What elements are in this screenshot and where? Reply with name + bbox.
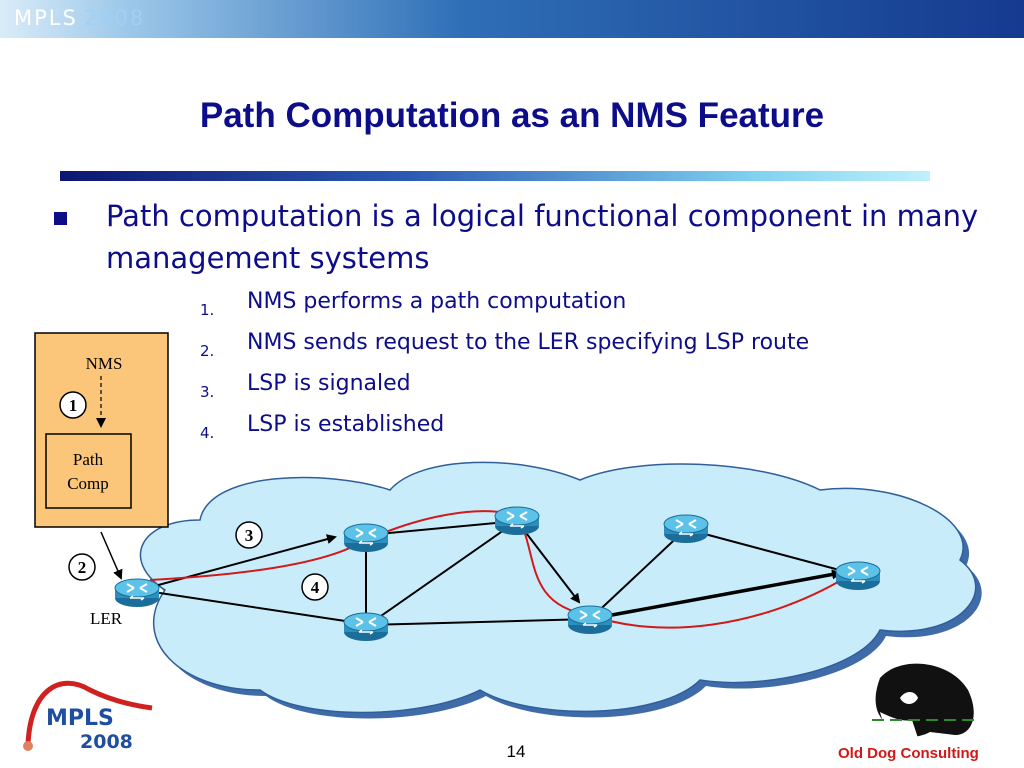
step-number: 1. — [200, 301, 215, 319]
title-underline — [60, 171, 930, 181]
link-ler-r1 — [139, 534, 337, 591]
link-r4-r6 — [685, 528, 859, 576]
footer-logo-text: MPLS — [46, 706, 114, 731]
slide-title: Path Computation as an NMS Feature — [199, 96, 825, 135]
footer-logo-dot — [23, 741, 33, 751]
step-marker-1-label: 1 — [69, 396, 78, 415]
ler-router-icon — [114, 578, 160, 608]
step-number: 3. — [200, 383, 215, 401]
dog-illustration — [872, 663, 980, 739]
nms-label: NMS — [86, 354, 123, 373]
router-icon — [343, 523, 389, 553]
page-number: 14 — [506, 742, 526, 761]
step-marker-2 — [68, 553, 96, 581]
path-comp-label-line1: Path — [73, 450, 104, 469]
header-logo-year: 2008 — [83, 6, 146, 30]
link-r5-r6 — [589, 569, 842, 621]
router-icon — [494, 506, 540, 536]
ler-label: LER — [90, 609, 123, 628]
router-icon — [567, 605, 613, 635]
bullet-square-icon — [54, 212, 67, 225]
link-r2-r3 — [367, 520, 518, 626]
step-item: 4. LSP is established — [200, 410, 980, 451]
network-cloud — [139, 461, 982, 719]
step-marker-4 — [301, 573, 329, 601]
step-marker-3-label: 3 — [245, 526, 254, 545]
step-text: LSP is established — [247, 412, 445, 437]
credit-text: Old Dog Consulting — [838, 745, 979, 762]
pathcomp-to-ler-arrow — [100, 531, 123, 580]
step-text: NMS sends request to the LER specifying … — [247, 330, 810, 355]
step-number: 2. — [200, 342, 215, 360]
router-icon — [835, 561, 881, 591]
path-comp-box — [45, 433, 132, 509]
footer-logo-year: 2008 — [80, 731, 133, 753]
step-marker-3 — [235, 521, 263, 549]
step-item: 2. NMS sends request to the LER specifyin… — [200, 328, 980, 369]
step-text: NMS performs a path computation — [247, 289, 627, 314]
router-icon — [343, 612, 389, 642]
step-item: 3. LSP is signaled — [200, 369, 980, 410]
path-comp-label-line2: Comp — [67, 474, 109, 493]
link-ler-r2 — [139, 589, 366, 625]
step-marker-2-label: 2 — [78, 558, 87, 577]
steps-list: 1. NMS performs a path computation 2. NMS … — [200, 287, 980, 451]
step-marker-1 — [59, 391, 87, 419]
link-r3-r5 — [516, 520, 581, 604]
link-r1-r3 — [367, 520, 518, 536]
step-text: LSP is signaled — [247, 371, 411, 396]
bullet-text: Path computation is a logical functional… — [106, 199, 979, 275]
footer-logo-swoosh — [25, 680, 153, 746]
step-item: 1. NMS performs a path computation — [200, 287, 980, 328]
link-r5-r4 — [589, 528, 687, 620]
step-number: 4. — [200, 424, 215, 442]
link-r2-r5 — [367, 618, 591, 626]
router-icon — [663, 514, 709, 544]
header-logo-text: MPLS — [14, 6, 78, 30]
step-marker-4-label: 4 — [311, 578, 320, 597]
footer-logo: MPLS 2008 — [23, 680, 153, 753]
